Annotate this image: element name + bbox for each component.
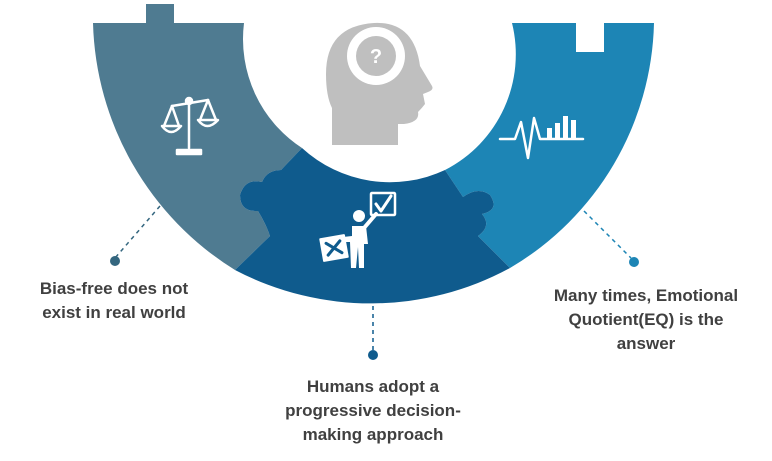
caption-left-line: exist in real world bbox=[42, 303, 186, 322]
connector-right bbox=[583, 210, 639, 267]
segment-right bbox=[445, 23, 654, 268]
caption-right-line: Quotient(EQ) is the bbox=[568, 310, 724, 329]
caption-right-line: answer bbox=[616, 334, 676, 353]
caption-right: Many times, Emotional Quotient(EQ) is th… bbox=[530, 284, 762, 356]
caption-left: Bias-free does not exist in real world bbox=[14, 277, 214, 325]
caption-right-line: Many times, Emotional bbox=[553, 286, 739, 305]
caption-left-line: Bias-free does not bbox=[39, 279, 189, 298]
segment-left bbox=[93, 4, 302, 270]
question-mark: ? bbox=[370, 46, 382, 68]
caption-middle-line: making approach bbox=[302, 425, 444, 444]
caption-middle-line: Humans adopt a bbox=[306, 377, 440, 396]
connector-left bbox=[110, 205, 161, 266]
caption-middle-line: progressive decision- bbox=[285, 401, 461, 420]
pulse-chart-icon bbox=[498, 116, 585, 160]
balance-scale-icon bbox=[160, 96, 220, 156]
segment-middle bbox=[235, 148, 510, 304]
connector-middle bbox=[368, 306, 378, 360]
person-checklist-icon bbox=[319, 191, 397, 268]
head-question-icon: ? bbox=[326, 22, 433, 145]
caption-middle: Humans adopt a progressive decision- mak… bbox=[262, 375, 484, 447]
